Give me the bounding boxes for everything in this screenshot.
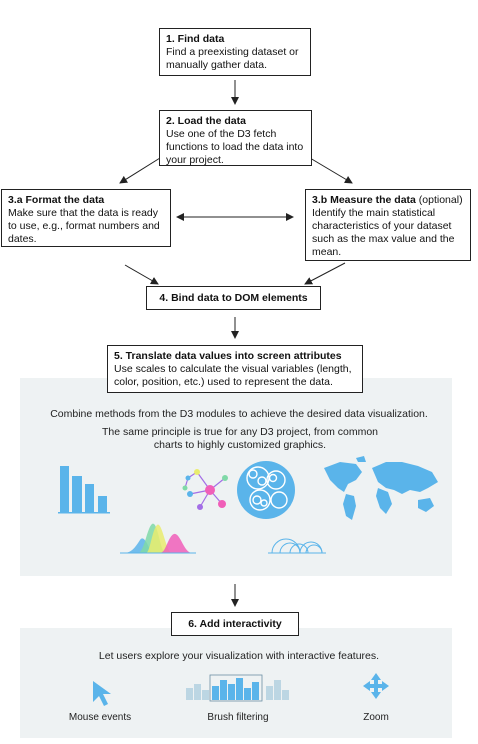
step-body: Identify the main statistical characteri… [312,207,455,258]
step-format-data: 3.a Format the data Make sure that the d… [1,189,171,247]
step-title: 2. Load the data [166,115,246,127]
feature-label-brush-filtering: Brush filtering [207,712,269,723]
step-title: 1. Find data [166,33,225,45]
step-title: 3.a Format the data [8,194,105,206]
step-body: Use scales to calculate the visual varia… [114,363,352,388]
step-title: 3.b Measure the data [312,194,416,206]
modules-text-1: Combine methods from the D3 modules to a… [50,408,428,420]
network-graph-icon [182,469,228,510]
arrow-measure-to-bind [304,262,346,285]
step-title: 6. Add interactivity [188,618,282,630]
brush-histogram-icon [186,674,289,702]
world-map-icon [324,456,438,520]
interaction-intro: Let users explore your visualization wit… [98,650,380,662]
step-title: 5. Translate data values into screen att… [114,350,342,362]
step-add-interactivity: 6. Add interactivity [171,612,299,636]
move-arrows-icon [363,673,389,699]
arrow-load-to-format [119,157,161,184]
feature-label-zoom: Zoom [363,712,389,723]
step-translate-data: 5. Translate data values into screen att… [107,345,363,393]
distributions-icon [120,523,196,554]
step-find-data: 1. Find data Find a preexisting dataset … [159,28,311,76]
step-bind-data: 4. Bind data to DOM elements [146,286,321,310]
optional-tag: (optional) [415,194,463,206]
modules-text-2: The same principle is true for any D3 pr… [101,426,379,451]
step-body: Make sure that the data is ready to use,… [8,207,160,245]
circle-packing-icon [237,461,295,519]
arrow-load-to-measure [309,157,353,184]
step-load-data: 2. Load the data Use one of the D3 fetch… [159,110,312,166]
feature-label-mouse-events: Mouse events [68,712,132,723]
arc-diagram-icon [268,538,326,554]
arrow-format-to-bind [124,264,159,285]
step-title: 4. Bind data to DOM elements [159,292,308,304]
step-measure-data: 3.b Measure the data (optional) Identify… [305,189,471,261]
cursor-icon [93,681,111,706]
step-body: Use one of the D3 fetch functions to loa… [166,128,304,166]
step-body: Find a preexisting dataset or manually g… [166,46,299,71]
bar-chart-icon [58,466,110,514]
